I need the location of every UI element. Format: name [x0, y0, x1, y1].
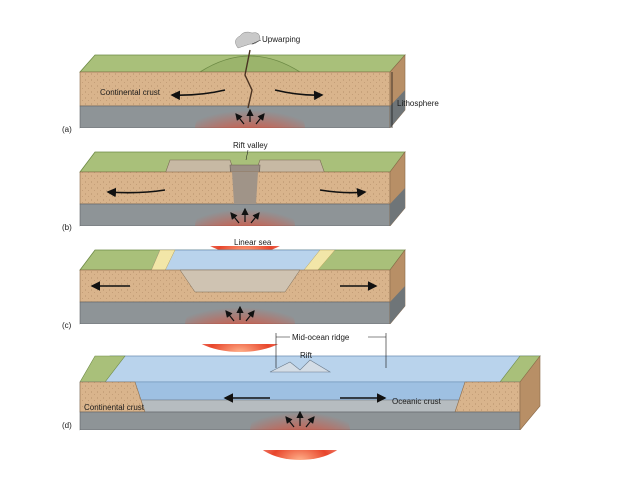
label-continental-crust-d: Continental crust — [84, 403, 145, 412]
panel-a-crack — [244, 49, 253, 109]
panel-c-tag: (c) — [62, 321, 72, 330]
label-rift: Rift — [300, 351, 313, 360]
spread-arrow-left — [170, 89, 226, 101]
label-upwarping: Upwarping — [262, 35, 300, 44]
continental-edge-right — [454, 381, 521, 413]
panel-c: Linear sea (c) — [62, 238, 410, 352]
panel-a: Upwarping Continental crust Lithosphere … — [62, 31, 439, 158]
panel-d-side — [519, 355, 541, 431]
panel-d-tag: (d) — [62, 421, 72, 430]
rift-wedge — [232, 172, 258, 204]
label-rift-valley: Rift valley — [233, 141, 268, 150]
panel-b-tag: (b) — [62, 223, 72, 232]
panel-c-rift-fill — [179, 269, 301, 293]
panel-d: Mid-ocean ridge Rift Continental crust O… — [62, 332, 550, 460]
panel-b: Rift valley (b) — [62, 141, 410, 254]
label-continental-crust-a: Continental crust — [100, 88, 161, 97]
label-linear-sea: Linear sea — [234, 238, 272, 247]
panel-b-side-mantle — [390, 188, 405, 226]
panel-b-mask — [80, 226, 410, 246]
upwarp-bulge — [198, 55, 302, 73]
label-mid-ocean-ridge: Mid-ocean ridge — [292, 333, 350, 342]
label-lithosphere: Lithosphere — [397, 99, 439, 108]
spread-arrow-left-b — [106, 187, 166, 198]
spread-arrow-right-b — [319, 188, 367, 198]
ocean-water-front — [79, 381, 521, 401]
ridge-crest — [269, 359, 332, 373]
magma-arrow-left — [235, 113, 245, 125]
magma-arrow-right — [255, 113, 265, 125]
label-oceanic-crust: Oceanic crust — [392, 397, 442, 406]
panel-a-tag: (a) — [62, 125, 72, 134]
steam-icon — [235, 31, 261, 49]
panel-a-side-mantle — [390, 90, 405, 128]
spread-arrow-right — [274, 89, 324, 101]
